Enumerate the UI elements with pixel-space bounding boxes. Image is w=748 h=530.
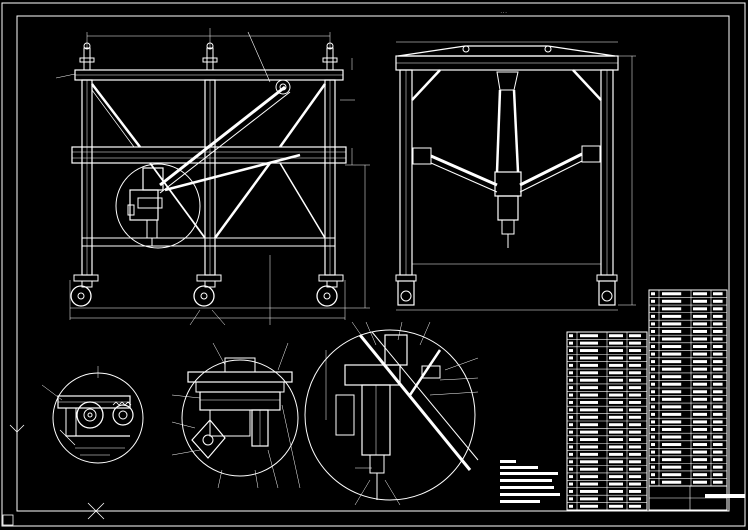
corner-mark [2, 514, 14, 526]
detail-trolley [171, 342, 301, 489]
front-view [55, 28, 370, 326]
side-view [395, 41, 636, 311]
title-block [648, 485, 745, 511]
notes-block [500, 460, 560, 503]
parts-table-right [648, 289, 728, 487]
parts-table-left [566, 331, 648, 511]
ucs-icon [9, 424, 105, 520]
detail-gear [41, 366, 144, 464]
detail-head [304, 321, 479, 506]
inner-border [16, 15, 730, 512]
sheet-mark-top: ... [500, 9, 508, 14]
parts-tables [566, 289, 745, 511]
